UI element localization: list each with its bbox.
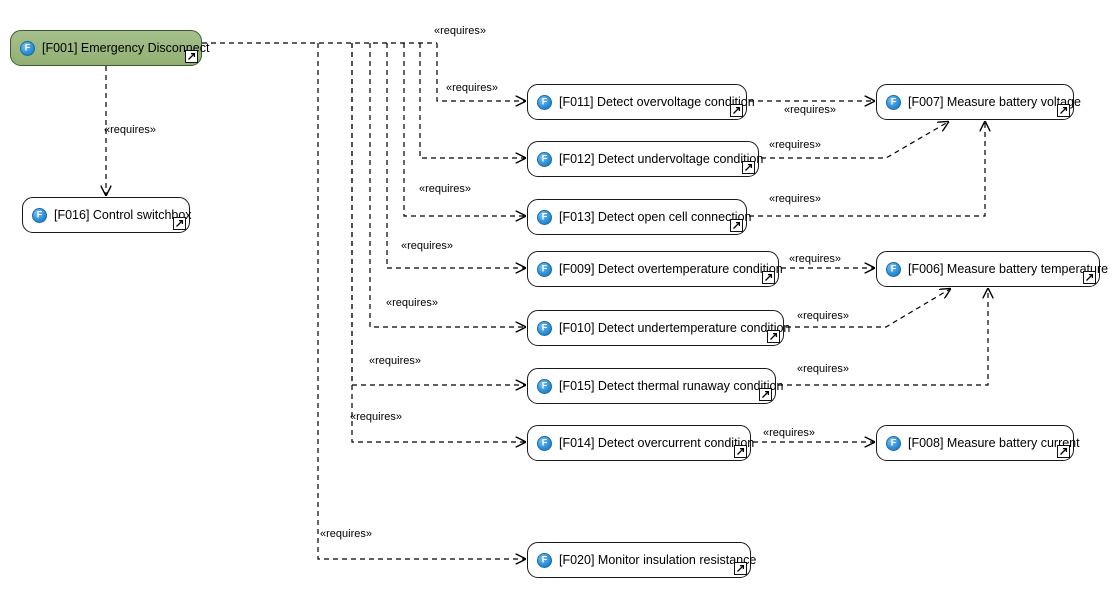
feature-icon bbox=[537, 552, 552, 568]
feature-icon bbox=[32, 207, 47, 223]
external-link-icon[interactable] bbox=[1083, 271, 1096, 284]
node-label: [F007] Measure battery voltage bbox=[908, 94, 1082, 109]
feature-icon bbox=[537, 209, 552, 225]
feature-icon bbox=[886, 261, 901, 277]
edge-label-f010-f006: «requires» bbox=[797, 310, 849, 322]
node-f014[interactable]: [F014] Detect overcurrent condition bbox=[527, 425, 755, 461]
node-label: [F010] Detect undertemperature condition bbox=[559, 320, 791, 335]
external-link-icon[interactable] bbox=[173, 217, 186, 230]
node-label: [F006] Measure battery temperature bbox=[908, 261, 1109, 276]
edge-label-f001-f010: «requires» bbox=[386, 297, 438, 309]
node-f015[interactable]: [F015] Detect thermal runaway condition bbox=[527, 368, 783, 404]
feature-icon bbox=[537, 151, 552, 167]
external-link-icon[interactable] bbox=[759, 388, 772, 401]
node-label: [F001] Emergency Disconnect bbox=[42, 40, 210, 55]
edge-label-f014-f008: «requires» bbox=[763, 427, 815, 439]
node-label: [F014] Detect overcurrent condition bbox=[559, 435, 755, 450]
external-link-icon[interactable] bbox=[730, 219, 743, 232]
node-f020[interactable]: [F020] Monitor insulation resistance bbox=[527, 542, 756, 578]
node-label: [F015] Detect thermal runaway condition bbox=[559, 378, 784, 393]
node-f008[interactable]: [F008] Measure battery current bbox=[876, 425, 1080, 461]
edge-label-f012-f007: «requires» bbox=[769, 139, 821, 151]
node-f009[interactable]: [F009] Detect overtemperature condition bbox=[527, 251, 783, 287]
external-link-icon[interactable] bbox=[1057, 104, 1070, 117]
feature-icon bbox=[537, 261, 552, 277]
edge-label-f001-f020: «requires» bbox=[320, 528, 372, 540]
node-f007[interactable]: [F007] Measure battery voltage bbox=[876, 84, 1081, 120]
node-label: [F011] Detect overvoltage condition bbox=[559, 94, 755, 109]
external-link-icon[interactable] bbox=[762, 271, 775, 284]
feature-icon bbox=[886, 94, 901, 110]
edge-label-f001-f012: «requires» bbox=[434, 25, 486, 37]
node-f013[interactable]: [F013] Detect open cell connection bbox=[527, 199, 751, 235]
edge-f001-f015 bbox=[351, 43, 525, 385]
edge-label-f009-f006: «requires» bbox=[789, 253, 841, 265]
edge-label-f013-f007: «requires» bbox=[769, 193, 821, 205]
edge-f001-f009 bbox=[386, 43, 525, 268]
node-f012[interactable]: [F012] Detect undervoltage condition bbox=[527, 141, 763, 177]
edge-f001-f012 bbox=[419, 43, 525, 158]
feature-icon bbox=[537, 94, 552, 110]
edge-label-f001-f014: «requires» bbox=[350, 411, 402, 423]
edge-label-f015-f006: «requires» bbox=[797, 363, 849, 375]
external-link-icon[interactable] bbox=[730, 104, 743, 117]
node-label: [F016] Control switchbox bbox=[54, 207, 192, 222]
feature-icon bbox=[537, 378, 552, 394]
node-f001[interactable]: [F001] Emergency Disconnect bbox=[10, 30, 209, 66]
node-label: [F012] Detect undervoltage condition bbox=[559, 151, 764, 166]
external-link-icon[interactable] bbox=[767, 330, 780, 343]
edge-label-f001-f015: «requires» bbox=[369, 355, 421, 367]
external-link-icon[interactable] bbox=[1057, 445, 1070, 458]
node-label: [F009] Detect overtemperature condition bbox=[559, 261, 783, 276]
edge-label-f011-f007: «requires» bbox=[784, 104, 836, 116]
node-f010[interactable]: [F010] Detect undertemperature condition bbox=[527, 310, 790, 346]
node-f006[interactable]: [F006] Measure battery temperature bbox=[876, 251, 1108, 287]
external-link-icon[interactable] bbox=[734, 562, 747, 575]
node-label: [F008] Measure battery current bbox=[908, 435, 1080, 450]
edge-label-f001-f013: «requires» bbox=[419, 183, 471, 195]
node-f016[interactable]: [F016] Control switchbox bbox=[22, 197, 192, 233]
node-f011[interactable]: [F011] Detect overvoltage condition bbox=[527, 84, 755, 120]
node-label: [F020] Monitor insulation resistance bbox=[559, 552, 757, 567]
feature-icon bbox=[537, 435, 552, 451]
feature-icon bbox=[20, 40, 35, 56]
node-label: [F013] Detect open cell connection bbox=[559, 209, 752, 224]
edge-label-f001-f016: «requires» bbox=[104, 124, 156, 136]
feature-icon bbox=[537, 320, 552, 336]
external-link-icon[interactable] bbox=[734, 445, 747, 458]
edge-label-f001-f009: «requires» bbox=[401, 240, 453, 252]
edge-label-f001-f011: «requires» bbox=[446, 82, 498, 94]
external-link-icon[interactable] bbox=[742, 161, 755, 174]
external-link-icon[interactable] bbox=[185, 50, 198, 63]
feature-icon bbox=[886, 435, 901, 451]
